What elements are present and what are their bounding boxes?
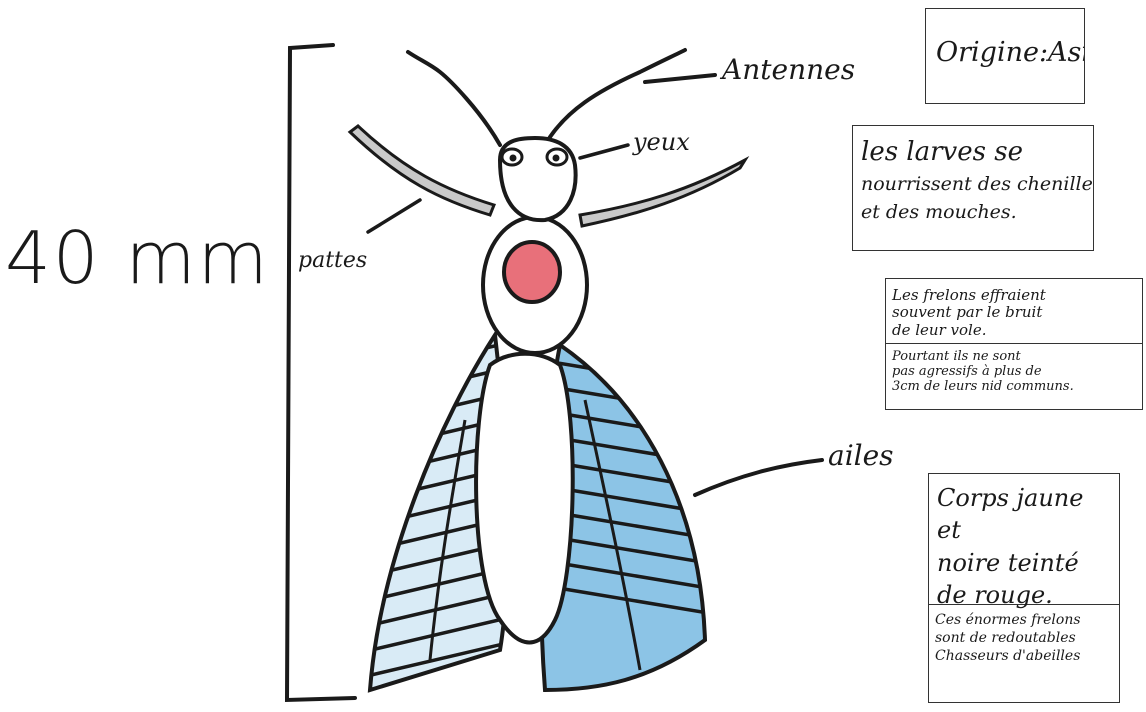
larvae-line-2: nourrissent des chenille [861, 170, 1093, 199]
left-antenna [408, 52, 500, 145]
fright-line-2: souvent par le bruit [892, 304, 1136, 321]
fright-part-1: Les frelons effraient souvent par le bru… [886, 279, 1142, 343]
body-line-1: Corps jaune et [937, 482, 1113, 547]
length-label: 40 mm [5, 222, 270, 294]
fright-line-4: Pourtant ils ne sont [892, 350, 1136, 365]
pattes-label: pattes [298, 250, 367, 272]
fright-note: Les frelons effraient souvent par le bru… [885, 278, 1143, 410]
larvae-line-1: les larves se [861, 136, 1093, 170]
fright-line-1: Les frelons effraient [892, 287, 1136, 304]
hunters-line-1: Ces énormes frelons [935, 611, 1115, 629]
origin-text: Origine:Asie [936, 37, 1084, 68]
body-part: Corps jaune et noire teinté de rouge. [929, 474, 1119, 578]
thorax-red-spot [504, 242, 560, 302]
body-note: Corps jaune et noire teinté de rouge. Ce… [928, 473, 1120, 703]
hunters-part: Ces énormes frelons sont de redoutables … [929, 604, 1119, 666]
fright-line-3: de leur vole. [892, 322, 1136, 339]
origin-note: Origine:Asie [925, 8, 1085, 104]
length-bracket [287, 45, 355, 700]
larvae-line-3: et des mouches. [861, 198, 1093, 227]
hunters-line-2: sont de redoutables [935, 629, 1115, 647]
antennes-leader [645, 75, 715, 82]
yeux-leader [580, 145, 628, 158]
fright-line-5: pas agressifs à plus de [892, 365, 1136, 380]
ailes-leader [695, 460, 822, 495]
larvae-note: les larves se nourrissent des chenille e… [852, 125, 1094, 251]
pattes-leader [368, 200, 420, 232]
antennes-label: Antennes [722, 56, 855, 84]
hunters-line-3: Chasseurs d'abeilles [935, 647, 1115, 665]
body-line-2: noire teinté [937, 547, 1113, 579]
right-leg [580, 160, 745, 226]
abdomen [476, 354, 573, 643]
fright-line-6: 3cm de leurs nid communs. [892, 380, 1136, 395]
yeux-label: yeux [633, 130, 690, 154]
fright-part-2: Pourtant ils ne sont pas agressifs à plu… [886, 343, 1142, 395]
ailes-label: ailes [828, 442, 894, 470]
left-leg [350, 126, 494, 215]
